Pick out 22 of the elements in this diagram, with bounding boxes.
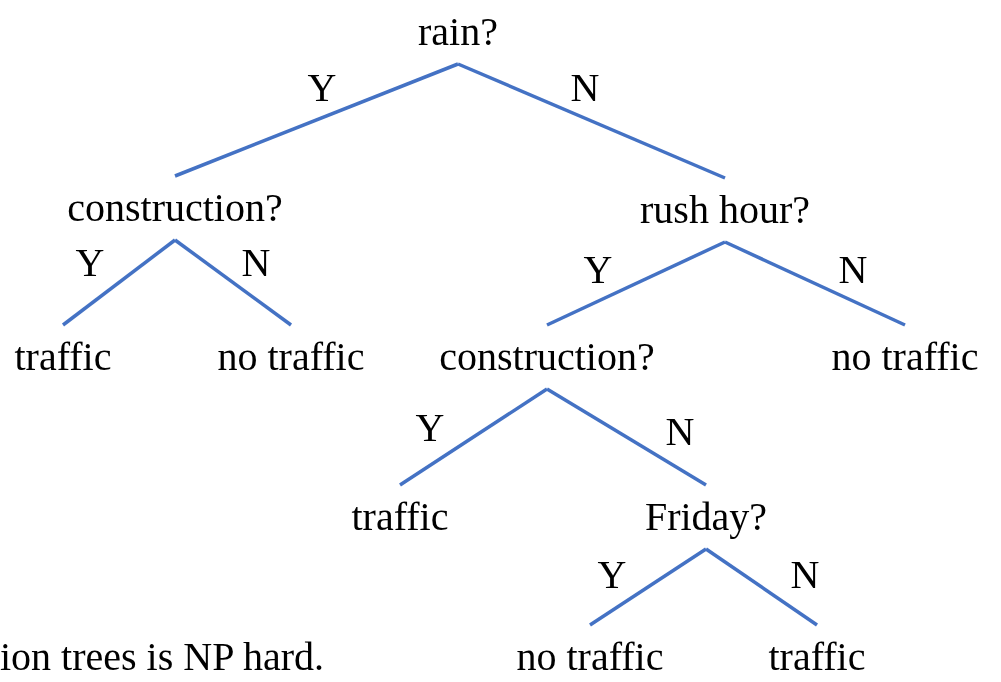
tree-branch-line: [61, 238, 177, 327]
tree-branch-line: [705, 547, 818, 627]
tree-branch-line: [173, 238, 293, 327]
tree-branch-line: [546, 240, 726, 327]
node-label: traffic: [351, 497, 449, 537]
tree-branch-line: [724, 240, 906, 327]
node-label: Friday?: [644, 497, 768, 537]
node-label: construction?: [67, 188, 283, 228]
tree-branch-line: [399, 387, 548, 487]
node-label: traffic: [14, 337, 112, 377]
node-label: no traffic: [217, 337, 365, 377]
node-label: no traffic: [831, 337, 979, 377]
node-label: traffic: [768, 637, 866, 677]
tree-branch-line: [589, 547, 707, 627]
tree-branch-line: [174, 62, 459, 178]
tree-branch-line: [457, 62, 726, 180]
note-text: ion trees is NP hard.: [0, 637, 325, 677]
node-label: rush hour?: [640, 190, 810, 230]
tree-branch-line: [546, 387, 707, 487]
node-label: construction?: [439, 337, 655, 377]
node-label: no traffic: [516, 637, 664, 677]
node-label: rain?: [418, 12, 498, 52]
